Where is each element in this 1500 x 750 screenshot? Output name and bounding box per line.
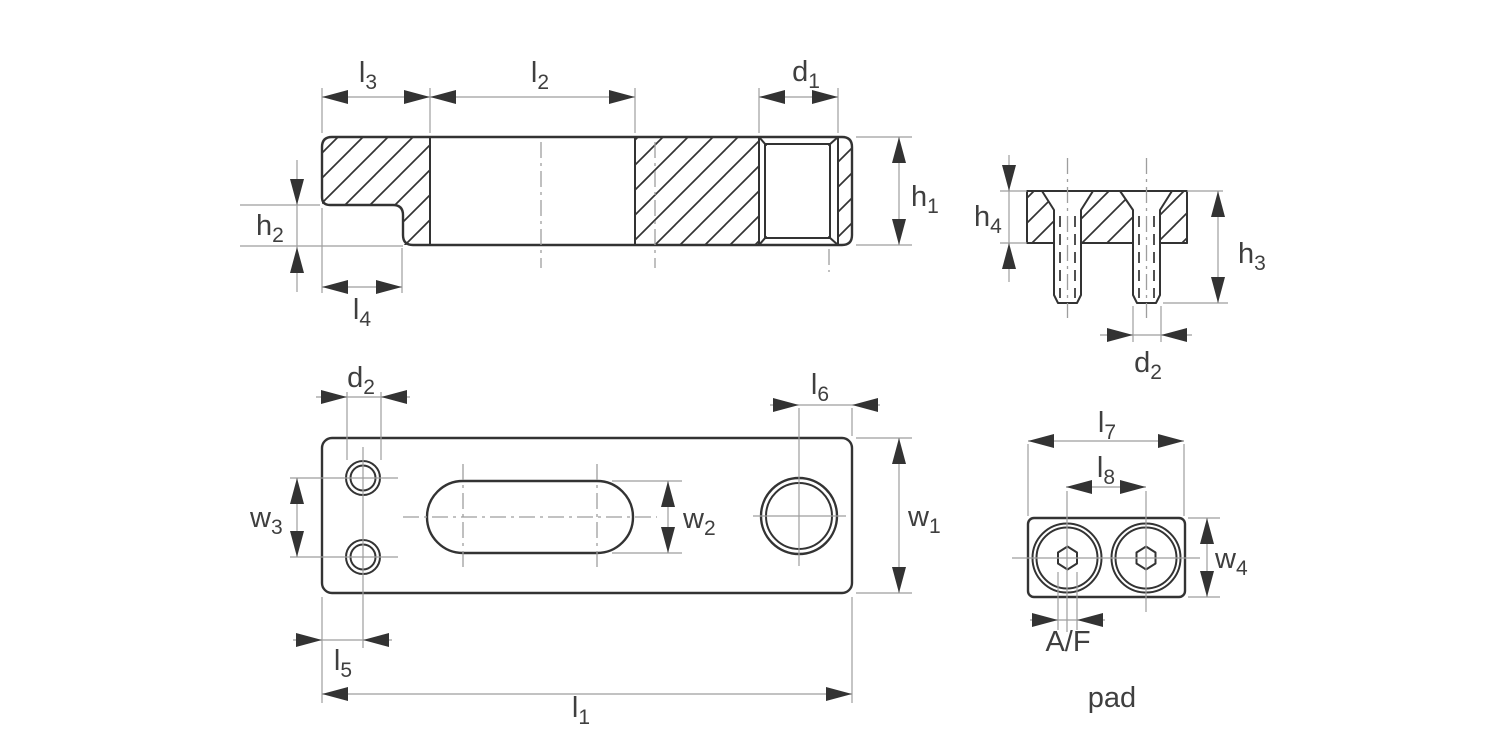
side-section-view: l3 l2 d1 h1 h2 l4 [240, 56, 939, 331]
dimension-l4 [322, 280, 402, 294]
dim-label-l8: l8 [1097, 452, 1115, 489]
dimension-l8 [1066, 480, 1146, 494]
pad-body-outline [1026, 190, 1188, 244]
dim-label-w1: w1 [907, 501, 941, 538]
dim-label-d2-top: d2 [347, 362, 375, 399]
dimension-h1 [892, 137, 906, 245]
dim-label-l4: l4 [353, 294, 371, 331]
dim-label-l5: l5 [334, 645, 352, 682]
dim-label-w2: w2 [682, 503, 716, 540]
threaded-hole-d1 [764, 143, 831, 239]
hatch-right-strip [838, 137, 852, 245]
plate-top-view: d2 l6 w3 w2 w1 l5 l1 [249, 362, 941, 729]
dim-label-l6: l6 [811, 369, 829, 406]
hole-chamfer-lines [758, 136, 839, 246]
dimension-d2-top [316, 390, 410, 404]
dim-label-w4: w4 [1214, 543, 1248, 580]
dimension-af [1030, 613, 1105, 627]
centerlines [1012, 491, 1200, 632]
dimension-w3 [290, 478, 304, 557]
dim-label-w3: w3 [249, 502, 283, 539]
dim-label-d1: d1 [792, 56, 820, 93]
dimension-d1 [759, 90, 838, 104]
centerlines [1066, 158, 1148, 318]
dim-label-h1: h1 [911, 181, 939, 218]
dim-label-af: A/F [1045, 626, 1090, 658]
pad-hatch-middle [1081, 191, 1133, 243]
dimension-w2 [661, 481, 675, 553]
dim-label-l1: l1 [572, 692, 590, 729]
dimension-l6 [770, 398, 880, 412]
hatch-middle-section [635, 137, 759, 245]
dim-label-h4: h4 [974, 201, 1002, 238]
dimension-l2 [430, 90, 635, 104]
dim-label-l7: l7 [1098, 407, 1116, 444]
extension-lines [1027, 444, 1220, 630]
extension-lines [240, 88, 912, 293]
pad-hatch-right [1160, 191, 1187, 243]
dim-label-h3: h3 [1238, 238, 1266, 275]
dimension-h2 [290, 160, 304, 292]
dimension-h4 [1002, 155, 1016, 282]
dimension-h3 [1211, 191, 1225, 303]
centerlines [290, 408, 846, 648]
dim-label-l2: l2 [531, 57, 549, 94]
dim-label-d2-side: d2 [1134, 347, 1162, 384]
dimension-l1 [322, 687, 852, 701]
dimension-l5 [293, 633, 392, 647]
centerlines [540, 142, 830, 272]
dimension-w4 [1200, 518, 1214, 597]
pad-side-view: h4 h3 d2 [974, 155, 1266, 384]
pad-hatch-left [1027, 191, 1054, 243]
dimension-w1 [892, 438, 906, 593]
pad-caption: pad [1088, 682, 1136, 714]
dimension-l7 [1028, 434, 1184, 448]
pad-bottom-view: l7 l8 w4 A/F pad [1012, 407, 1248, 714]
dimension-l3 [322, 90, 430, 104]
hatch-left-section [322, 137, 430, 245]
dimension-d2-side [1100, 328, 1192, 342]
dim-label-l3: l3 [359, 57, 377, 94]
extension-lines [321, 392, 912, 703]
dim-label-h2: h2 [256, 210, 284, 247]
extension-lines [1000, 190, 1228, 342]
